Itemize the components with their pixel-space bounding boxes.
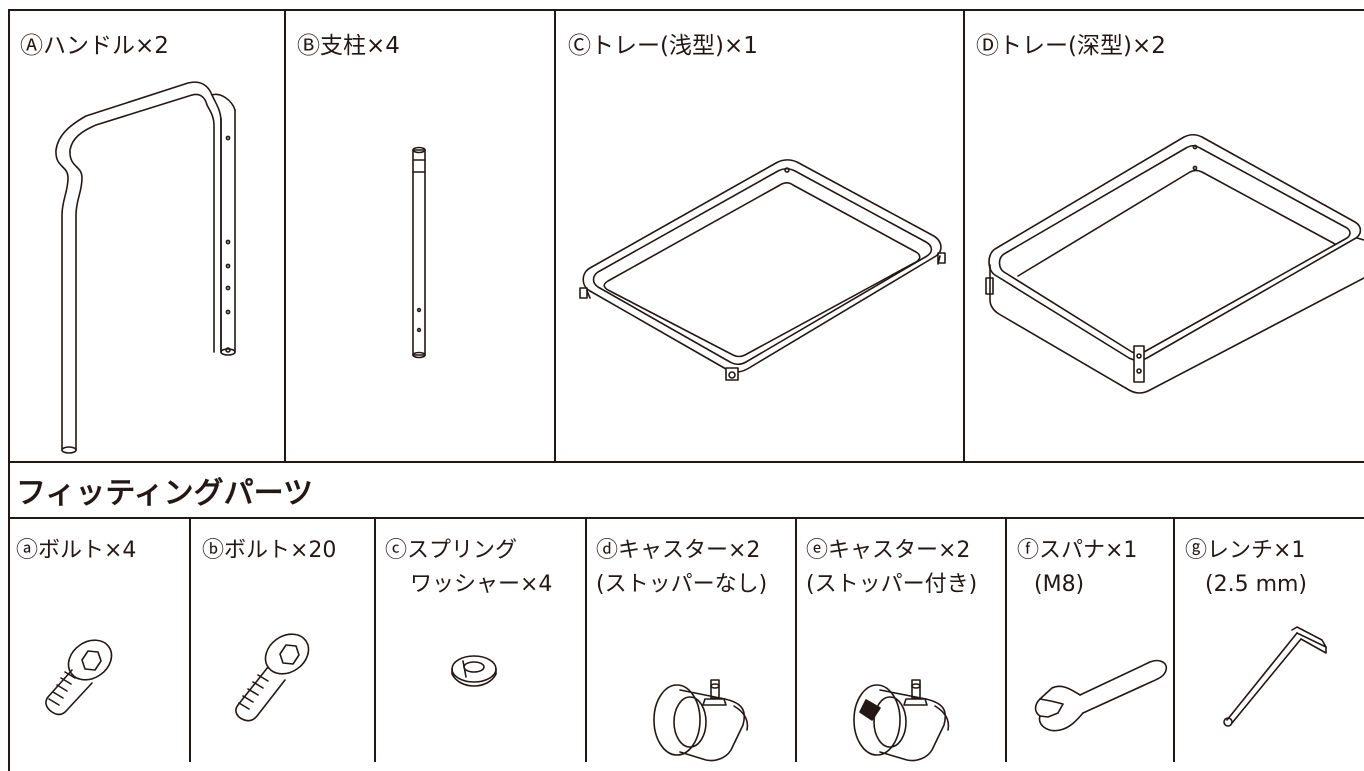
deep-tray-illustration (985, 133, 1364, 394)
divider-col-c-d (963, 9, 965, 463)
divider-fit-b-c (374, 517, 376, 762)
handle-illustration (55, 81, 236, 454)
caster-e-illustration (853, 679, 950, 762)
part-c-label: Ⓒトレー(浅型)×1 (568, 33, 758, 59)
divider-fit-d-e (795, 517, 797, 762)
hex-wrench-illustration (1223, 626, 1327, 727)
fitting-d-label-2: (ストッパーなし) (596, 572, 768, 597)
fitting-g-label-2: (2.5 mm) (1205, 572, 1308, 597)
post-illustration (412, 146, 426, 359)
fitting-c-label-2: ワッシャー×4 (410, 572, 553, 597)
bolt-b-illustration (235, 633, 310, 722)
table-frame (8, 9, 1364, 771)
divider-top-section (8, 461, 1364, 463)
fitting-parts-title: フィッティングパーツ (16, 476, 313, 511)
divider-col-b-c (554, 9, 556, 463)
fitting-a-label: ⓐボルト×4 (16, 538, 137, 563)
divider-fit-e-f (1005, 517, 1007, 762)
shallow-tray-illustration (579, 159, 946, 381)
fitting-f-label-2: (M8) (1034, 572, 1085, 597)
fitting-c-label-1: ⓒスプリング (385, 538, 518, 563)
divider-fit-a-b (189, 517, 191, 762)
fitting-f-label-1: ⓕスパナ×1 (1017, 538, 1138, 563)
bolt-a-illustration (45, 639, 113, 716)
fitting-g-label-1: ⓖレンチ×1 (1185, 538, 1306, 563)
divider-fitting-header (8, 517, 1364, 519)
part-a-label: Ⓐハンドル×2 (20, 33, 169, 59)
fitting-e-label-2: (ストッパー付き) (806, 572, 978, 597)
divider-col-a-b (284, 9, 286, 463)
part-b-label: Ⓑ支柱×4 (297, 33, 400, 59)
spring-washer-illustration (451, 655, 497, 687)
fitting-e-label-1: ⓔキャスター×2 (806, 538, 971, 563)
divider-fit-c-d (585, 517, 587, 762)
fitting-d-label-1: ⓓキャスター×2 (596, 538, 761, 563)
part-d-label: Ⓓトレー(深型)×2 (976, 33, 1166, 59)
spanner-illustration (1034, 659, 1168, 732)
caster-d-illustration (653, 679, 749, 762)
divider-fit-f-g (1173, 517, 1175, 762)
fitting-b-label: ⓑボルト×20 (202, 538, 337, 563)
